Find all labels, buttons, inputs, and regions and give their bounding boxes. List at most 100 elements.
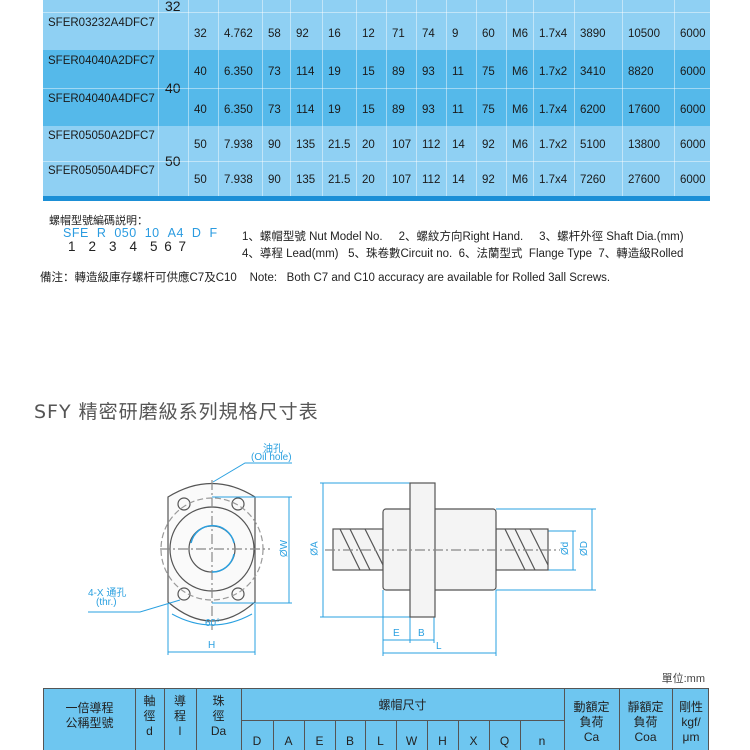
column-divider xyxy=(290,126,291,196)
dim-a-label: ØA xyxy=(309,541,321,556)
spec-value: 20 xyxy=(362,139,375,151)
oil-hole-label-en: (Oil hole) xyxy=(251,452,292,463)
row-divider xyxy=(43,88,710,89)
column-divider xyxy=(218,0,219,50)
dim-b-label: B xyxy=(418,628,425,639)
column-divider xyxy=(416,0,417,50)
spec-value: 16 xyxy=(328,28,341,40)
spec-value: 93 xyxy=(422,66,435,78)
spec-value: 9 xyxy=(452,28,459,40)
spec-value: 112 xyxy=(422,139,441,151)
code-part: 050 xyxy=(114,226,137,240)
dim-d-label: ØD xyxy=(579,541,590,556)
column-divider xyxy=(622,0,623,50)
spec-value: 13800 xyxy=(628,139,660,151)
header-divider xyxy=(427,721,428,750)
header-nut-col: B xyxy=(345,734,354,748)
column-divider xyxy=(356,126,357,196)
accuracy-note: 備注：轉造級庫存螺杆可供應C7及C10 Note: Both C7 and C1… xyxy=(40,272,611,284)
header-ball-dia: 珠 xyxy=(212,694,225,708)
model-number: SFER05050A4DFC7 xyxy=(48,164,155,177)
coding-legend-line1: 1、螺帽型號 Nut Model No. 2、螺紋方向Right Hand. 3… xyxy=(242,231,684,243)
header-lead: 導 xyxy=(173,694,186,708)
header-divider xyxy=(672,689,673,750)
spec-value: 73 xyxy=(268,66,281,78)
column-divider xyxy=(416,50,417,126)
column-divider xyxy=(386,50,387,126)
header-stiffness: μm xyxy=(682,730,700,744)
header-model: 一倍導程 xyxy=(65,701,114,715)
header-divider xyxy=(135,689,136,750)
spec-value: 93 xyxy=(422,104,435,116)
column-divider xyxy=(158,126,159,196)
header-divider xyxy=(241,689,242,750)
code-part: D xyxy=(191,226,202,240)
spec-value: 71 xyxy=(392,28,405,40)
shaft-diameter-group: 40 xyxy=(165,80,181,96)
spec-value: 60 xyxy=(482,28,495,40)
header-divider xyxy=(564,689,565,750)
spec-value: 50 xyxy=(194,174,207,186)
column-divider xyxy=(446,0,447,50)
header-divider xyxy=(241,720,564,721)
spec-value: 8820 xyxy=(628,66,654,78)
model-number: SFER04040A4DFC7 xyxy=(48,93,155,105)
header-stiffness: kgf/ xyxy=(681,715,701,729)
spec-value: 74 xyxy=(422,28,435,40)
spec-value: 1.7x4 xyxy=(539,174,568,186)
header-lead: l xyxy=(178,724,182,738)
spec-value: 27600 xyxy=(628,174,660,186)
spec-value: 75 xyxy=(482,104,495,116)
table-bottom-bar xyxy=(43,196,710,201)
spec-value: 6000 xyxy=(680,28,706,40)
spec-value: 58 xyxy=(268,28,281,40)
header-dynamic-load: 動額定 xyxy=(573,700,610,714)
column-divider xyxy=(476,50,477,126)
spec-value: M6 xyxy=(512,104,528,116)
header-dynamic-load: 負荷 xyxy=(579,715,604,729)
spec-value: 11 xyxy=(452,104,464,116)
header-nut-col: A xyxy=(284,734,293,748)
model-number: SFER03232A4DFC7 xyxy=(48,17,155,29)
code-part: 10 xyxy=(144,226,160,240)
column-divider xyxy=(158,50,159,126)
spec-value: 14 xyxy=(452,139,465,151)
spec-value: 89 xyxy=(392,66,405,78)
column-divider xyxy=(674,126,675,196)
code-part: SFE xyxy=(63,226,89,240)
coding-title: 螺帽型號編碼説明： xyxy=(49,215,148,227)
spec-value: 6000 xyxy=(680,174,706,186)
spec-value: 1.7x2 xyxy=(539,66,568,78)
through-hole-label-cn: 4-X 通孔 xyxy=(88,588,127,599)
spec-value: 5100 xyxy=(580,139,606,151)
header-nut-col: D xyxy=(252,734,262,748)
spec-value: 135 xyxy=(296,139,316,151)
header-static-load: Coa xyxy=(634,730,657,744)
shaft-diameter-group: 32 xyxy=(165,0,181,14)
spec-value: 6200 xyxy=(580,104,606,116)
through-hole-label-en: (thr.) xyxy=(96,597,117,608)
spec-value: 114 xyxy=(296,104,315,116)
column-divider xyxy=(574,126,575,196)
spec-value: 112 xyxy=(422,174,441,186)
shaft-diameter-group: 50 xyxy=(165,153,181,169)
code-part: F xyxy=(209,226,218,240)
spec-value: 135 xyxy=(296,174,316,186)
dim-d-small-label: Ød xyxy=(560,541,572,556)
dimension-lines xyxy=(88,462,596,656)
spec-value: 1.7x2 xyxy=(539,139,568,151)
spec-value: M6 xyxy=(512,66,528,78)
column-divider xyxy=(218,126,219,196)
header-nut-col: H xyxy=(438,734,447,748)
unit-label: 單位:mm xyxy=(661,673,705,685)
column-divider xyxy=(188,50,189,126)
spec-value: 19 xyxy=(328,66,341,78)
spec-value: 1.7x4 xyxy=(539,28,568,40)
header-stiffness: 剛性 xyxy=(678,700,703,714)
spec-value: M6 xyxy=(512,139,528,151)
header-nut-col: W xyxy=(405,734,418,748)
header-divider xyxy=(365,721,366,750)
spec-value: 6000 xyxy=(680,104,706,116)
